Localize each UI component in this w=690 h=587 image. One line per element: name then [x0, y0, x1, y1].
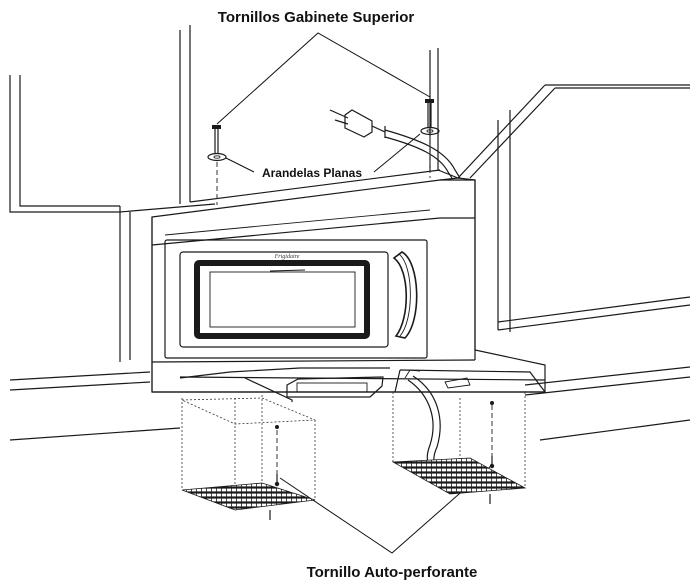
upper-cabinets: [9, 25, 690, 332]
door-handle: [392, 251, 418, 339]
upper-cabinet-screws: [207, 99, 440, 205]
self-drilling-screws: [274, 401, 495, 487]
right-grease-filter: [391, 392, 527, 504]
pointer-lines: [216, 32, 493, 554]
microwave-oven: Frigidaire: [151, 177, 546, 402]
countertop-lines: [9, 212, 690, 441]
label-upper-cabinet-screws: Tornillos Gabinete Superior: [218, 9, 415, 26]
brand-logo: Frigidaire: [274, 254, 300, 260]
label-flat-washers: Arandelas Planas: [262, 166, 362, 180]
left-grease-filter: [181, 395, 316, 520]
label-self-drilling-screw: Tornillo Auto-perforante: [307, 564, 478, 581]
